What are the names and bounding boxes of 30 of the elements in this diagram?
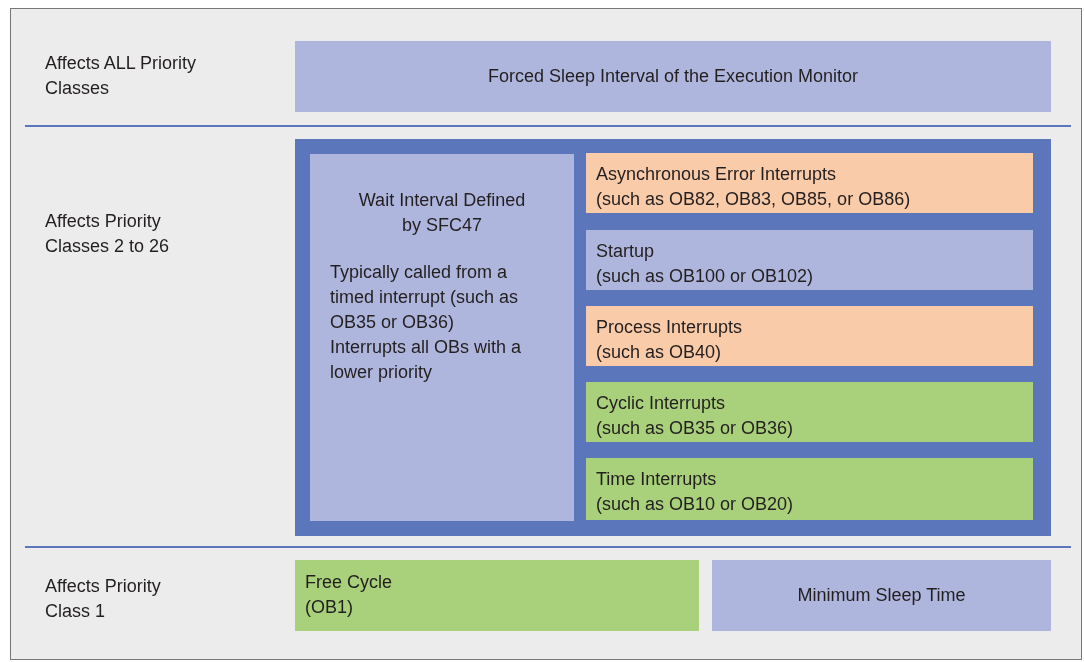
box-title: Cyclic Interrupts <box>596 392 727 415</box>
row-label: Affects ALL Priority Classes <box>45 52 198 100</box>
interval-box <box>295 41 1051 112</box>
box-note: (such as OB10 or OB20) <box>596 493 795 516</box>
interrupt-box <box>586 153 1033 213</box>
box-note: Interrupts all OBs with a lower priority <box>330 336 523 384</box>
box-title: Asynchronous Error Interrupts <box>596 163 838 186</box>
interrupt-box <box>586 230 1033 290</box>
box-title: Startup <box>596 240 656 263</box>
row-label: Affects Priority Classes 2 to 26 <box>45 210 171 258</box>
sleep-time-box <box>712 560 1051 631</box>
box-title: Process Interrupts <box>596 316 744 339</box>
box-title: Forced Sleep Interval of the Execution Monitor <box>486 65 860 88</box>
box-note: (such as OB100 or OB102) <box>596 265 815 288</box>
box-note: (OB1) <box>305 596 354 619</box>
cycle-box <box>295 560 699 631</box>
box-note: (such as OB82, OB83, OB85, or OB86) <box>596 188 912 211</box>
row-label: Affects Priority Class 1 <box>45 575 162 623</box>
interrupt-box <box>586 382 1033 442</box>
interrupt-box <box>586 458 1033 520</box>
box-note: Typically called from a timed interrupt (such as OB35 or OB36) <box>330 261 520 334</box>
interval-box <box>310 154 574 521</box>
interrupt-box <box>586 306 1033 366</box>
box-note: (such as OB40) <box>596 341 723 364</box>
group-frame <box>295 139 1051 536</box>
box-note: (such as OB35 or OB36) <box>596 417 795 440</box>
box-title: Free Cycle <box>305 571 394 594</box>
box-title: Wait Interval Defined by SFC47 <box>357 189 527 237</box>
box-title: Minimum Sleep Time <box>796 584 967 607</box>
box-title: Time Interrupts <box>596 468 718 491</box>
